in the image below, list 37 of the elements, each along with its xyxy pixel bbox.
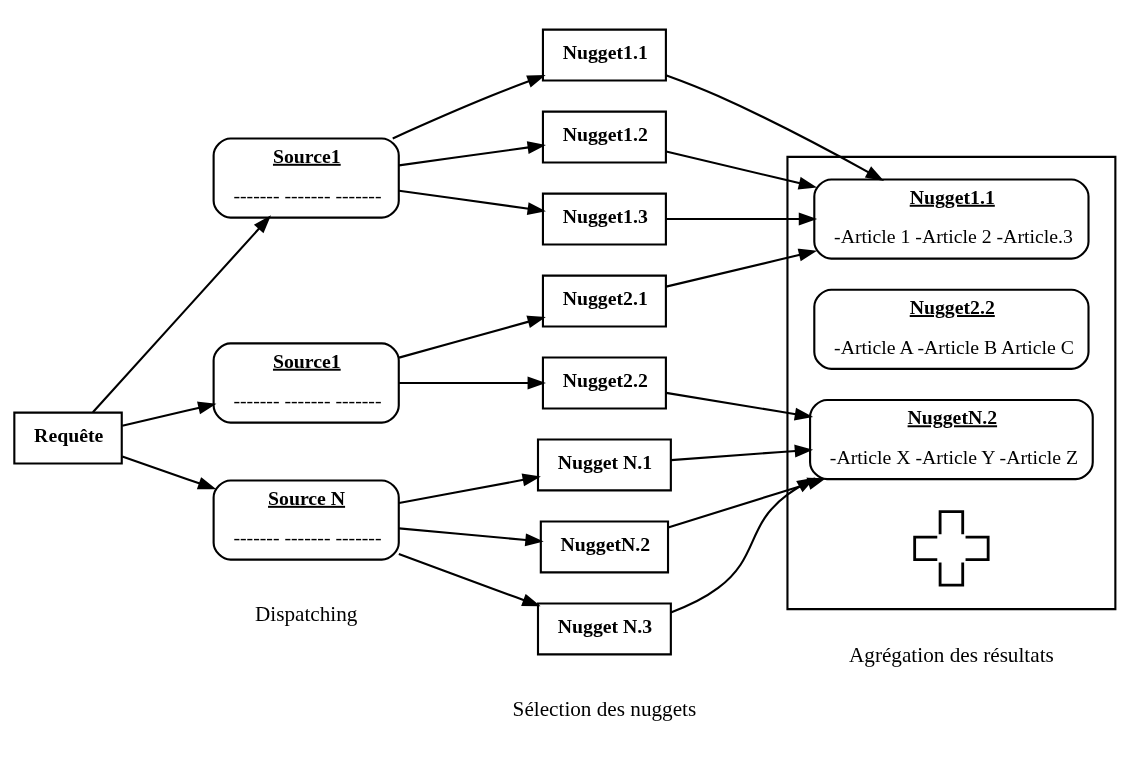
arrow	[392, 74, 546, 139]
arrow	[665, 248, 818, 288]
arrow	[666, 212, 818, 225]
node-box: Source1 ------- ------- -------	[212, 136, 400, 219]
node-box: Nugget2.1	[541, 274, 667, 327]
arrow	[666, 391, 814, 420]
node-box: Requête	[13, 411, 123, 465]
arrow	[670, 477, 816, 613]
node-box: NuggetN.2	[539, 519, 670, 573]
arrow	[398, 140, 546, 166]
node-box: Source1 ------- ------- -------	[212, 341, 400, 424]
label: Dispatching	[255, 601, 358, 626]
node-box: Source N ------- ------- -------	[212, 478, 400, 561]
node-box: Nugget1.1	[541, 28, 667, 82]
arrow	[92, 214, 272, 413]
arrow	[121, 455, 217, 489]
label: Sélection des nuggets	[512, 696, 697, 721]
arrow	[399, 376, 546, 389]
arrow	[665, 149, 818, 189]
arrow	[670, 444, 814, 461]
label: Agrégation des résultats	[849, 642, 1054, 667]
arrow	[398, 552, 541, 606]
cluster	[786, 155, 1117, 610]
arrow	[398, 526, 544, 546]
node-box: NuggetN.2 -Article X -Article Y -Article Z	[809, 398, 1094, 480]
node-box: Nugget N.3	[536, 601, 672, 655]
arrow	[122, 401, 217, 427]
node-box: Nugget1.2	[541, 110, 667, 164]
arrow	[398, 315, 546, 359]
arrow	[398, 189, 546, 215]
arrow	[398, 473, 541, 504]
node-box: Nugget2.2 -Article A -Article B Article C	[813, 288, 1090, 370]
node-box: Nugget N.1	[536, 438, 672, 491]
node-box: Nugget2.2	[541, 356, 667, 409]
node-box: Nugget1.1 -Article 1 -Article 2 -Article.3	[813, 177, 1090, 260]
node-box: Nugget1.3	[541, 192, 667, 246]
arrow	[665, 73, 885, 181]
